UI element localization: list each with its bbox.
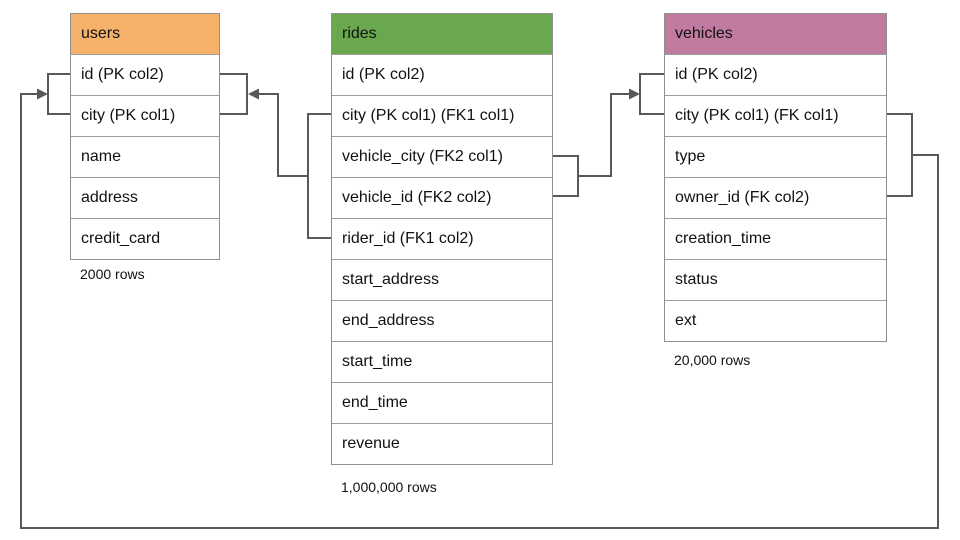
table-row: vehicle_id (FK2 col2) xyxy=(332,177,552,218)
table-row: start_address xyxy=(332,259,552,300)
table-row: credit_card xyxy=(71,218,219,259)
arrowhead-into-users-right xyxy=(248,88,259,100)
table-users: users id (PK col2) city (PK col1) name a… xyxy=(70,13,220,260)
vehicles-row-count-label: 20,000 rows xyxy=(674,352,751,368)
users-row-count-label: 2000 rows xyxy=(80,266,145,282)
table-rides-header: rides xyxy=(332,14,552,54)
table-row: city (PK col1) xyxy=(71,95,219,136)
table-row: end_time xyxy=(332,382,552,423)
arrowhead-into-users-left xyxy=(37,88,48,100)
table-users-header: users xyxy=(71,14,219,54)
table-row: id (PK col2) xyxy=(665,54,886,95)
table-row: name xyxy=(71,136,219,177)
connector-rides-to-vehicles xyxy=(553,73,664,197)
table-row: ext xyxy=(665,300,886,341)
rides-row-count-label: 1,000,000 rows xyxy=(341,479,437,495)
table-row: type xyxy=(665,136,886,177)
table-row: vehicle_city (FK2 col1) xyxy=(332,136,552,177)
table-vehicles-header: vehicles xyxy=(665,14,886,54)
table-row: owner_id (FK col2) xyxy=(665,177,886,218)
table-row: city (PK col1) (FK col1) xyxy=(665,95,886,136)
table-row: creation_time xyxy=(665,218,886,259)
table-row: rider_id (FK1 col2) xyxy=(332,218,552,259)
table-row: id (PK col2) xyxy=(332,54,552,95)
table-row: address xyxy=(71,177,219,218)
table-vehicles: vehicles id (PK col2) city (PK col1) (FK… xyxy=(664,13,887,342)
table-rides: rides id (PK col2) city (PK col1) (FK1 c… xyxy=(331,13,553,465)
table-row: id (PK col2) xyxy=(71,54,219,95)
table-row: start_time xyxy=(332,341,552,382)
table-row: revenue xyxy=(332,423,552,464)
connector-rides-to-users xyxy=(220,73,331,239)
table-row: end_address xyxy=(332,300,552,341)
arrowhead-into-vehicles-left xyxy=(629,88,640,100)
table-row: city (PK col1) (FK1 col1) xyxy=(332,95,552,136)
table-row: status xyxy=(665,259,886,300)
